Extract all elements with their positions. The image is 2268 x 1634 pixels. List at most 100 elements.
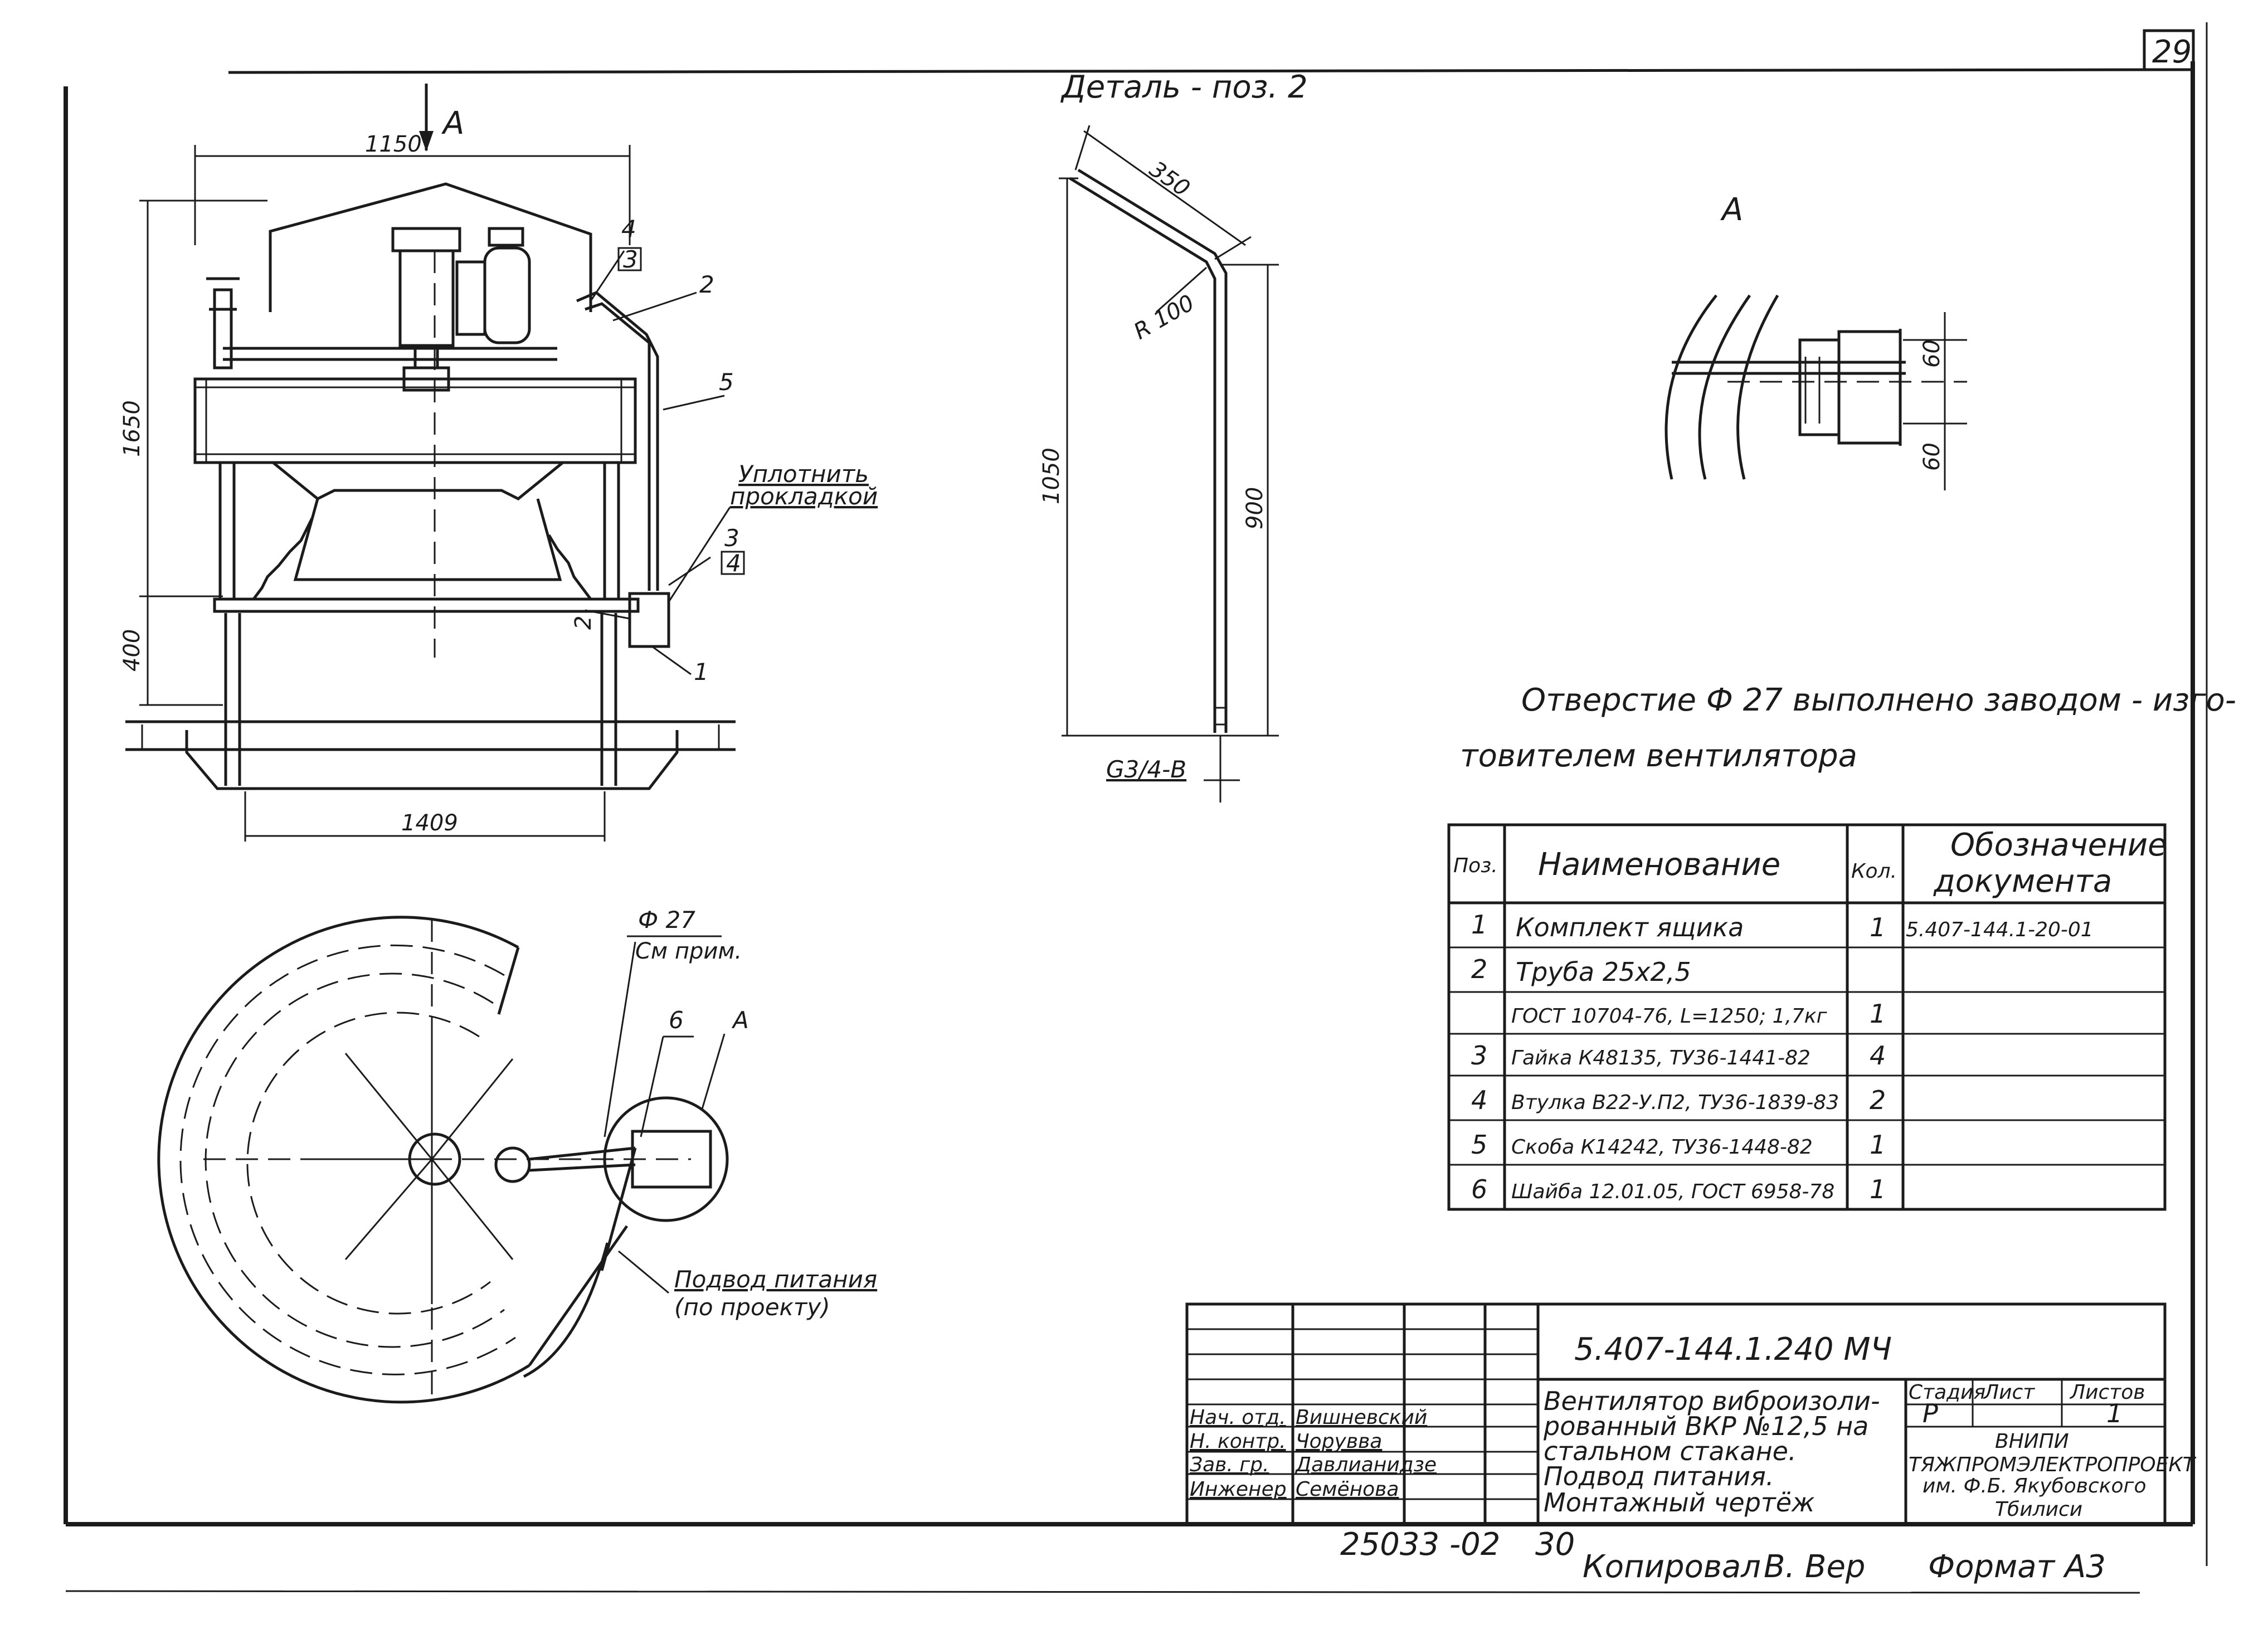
copied-by-label: Копировал [1583,1549,1761,1585]
title-code: 5.407-144.1.240 МЧ [1574,1331,1892,1368]
plan-hole-note: См прим. [635,938,742,964]
title-org-3: им. Ф.Б. Якубовского [1923,1475,2146,1497]
title-sheets-value: 1 [2106,1398,2123,1428]
spec-row-4-name: Гайка К48135, ТУ36-1441-82 [1511,1047,1810,1069]
spec-row-3-qty: 1 [1870,999,1886,1029]
detail-radius: R 100 [1130,290,1199,344]
note-line2: товителем вентилятора [1460,738,1857,774]
table-row: 3 Гайка К48135, ТУ36-1441-82 4 [1471,1040,1886,1071]
table-row: 1 Комплект ящика 1 5.407-144.1-20-01 [1471,910,2094,942]
spec-row-6-qty: 1 [1870,1130,1886,1160]
table-row: ГОСТ 10704-76, L=1250; 1,7кг 1 [1511,999,1886,1029]
spec-header-pos: Поз. [1453,854,1498,877]
spec-header-doc-1: Обозначение [1950,827,2167,863]
sig-name-1: Вишневский [1296,1406,1427,1429]
table-row: 6 Шайба 12.01.05, ГОСТ 6958-78 1 [1471,1174,1886,1204]
plan-power-note-line2: (по проекту) [674,1293,830,1321]
title-stage-label: Стадия [1909,1381,1985,1404]
title-desc-5: Монтажный чертёж [1544,1487,1815,1518]
inventory-number: 25033 -02 [1340,1526,1500,1563]
title-org-4: Тбилиси [1995,1498,2082,1521]
bottom-margin: 25033 -02 30 Копировал В. Вер Формат А3 [1340,1526,2106,1585]
callout-2: 2 [699,271,714,298]
copied-by-signature: В. Вер [1764,1549,1865,1585]
view-a-dim-60-top: 60 [1919,339,1945,368]
spec-row-3-name: ГОСТ 10704-76, L=1250; 1,7кг [1511,1005,1828,1028]
callout-1: 1 [694,658,709,685]
table-row: 4 Втулка В22-У.П2, ТУ36-1839-83 2 [1471,1085,1886,1115]
title-stage-value: Р [1923,1398,1938,1428]
spec-row-1-pos: 1 [1471,910,1487,940]
detail-thread: G3/4-В [1106,756,1186,783]
inventory-suffix: 30 [1535,1526,1575,1563]
plan-callout-6: 6 [669,1006,684,1034]
detail-dim-900: 900 [1242,487,1268,529]
view-arrow-letter: А [441,105,464,142]
title-desc-3: стальном стакане. [1544,1436,1797,1466]
spec-table: Поз. Наименование Кол. Обозначение докум… [1447,823,2167,1211]
detail-dim-1050: 1050 [1039,448,1064,504]
title-sheet-label: Лист [1983,1381,2035,1404]
callout-3-top: 4 [621,215,636,242]
spec-row-6-pos: 5 [1471,1130,1487,1160]
dim-top-1150: 1150 [365,132,422,157]
sig-name-2: Чорувва [1296,1430,1382,1453]
seal-note-line2: прокладкой [730,483,878,510]
spec-row-7-pos: 6 [1471,1174,1487,1204]
sig-role-1: Нач. отд. [1190,1406,1286,1429]
spec-row-4-qty: 4 [1870,1040,1886,1071]
spec-header-qty: Кол. [1851,860,1897,883]
callout-4-top: 3 [623,246,638,273]
spec-row-1-qty: 1 [1870,912,1886,942]
plan-view: Ф 27 См прим. 6 А Подвод питания (по про… [157,906,877,1404]
dim-small-2: 2 [571,616,596,630]
spec-row-4-pos: 3 [1471,1040,1487,1071]
callout-3-bottom: 3 [724,524,739,552]
plan-power-note-line1: Подвод питания [674,1266,877,1293]
seal-note-line1: Уплотнить [738,460,869,488]
spec-row-1-doc: 5.407-144.1-20-01 [1906,918,2094,941]
spec-row-7-qty: 1 [1870,1174,1886,1204]
spec-header-doc-2: документа [1933,863,2112,899]
note-line1: Отверстие Ф 27 выполнено заводом - изго- [1521,682,2236,718]
callout-5: 5 [719,368,734,396]
title-sheets-label: Листов [2069,1381,2145,1404]
title-desc-2: рованный ВКР №12,5 на [1543,1411,1868,1441]
sig-role-4: Инженер [1190,1478,1287,1501]
spec-row-5-qty: 2 [1870,1085,1886,1115]
title-desc-4: Подвод питания. [1544,1461,1774,1491]
detail-dim-350: 350 [1145,157,1194,202]
title-block: 5.407-144.1.240 МЧ Вентилятор виброизоли… [1185,1302,2197,1526]
spec-row-5-name: Втулка В22-У.П2, ТУ36-1839-83 [1511,1091,1839,1114]
sig-role-3: Зав. гр. [1190,1453,1269,1476]
front-view: А 1150 1650 400 [119,84,878,842]
spec-row-7-name: Шайба 12.01.05, ГОСТ 6958-78 [1511,1180,1834,1203]
spec-row-5-pos: 4 [1471,1085,1487,1115]
detail-title: Деталь - поз. 2 [1060,69,1308,105]
general-note: Отверстие Ф 27 выполнено заводом - изго-… [1460,682,2236,774]
table-row: 5 Скоба К14242, ТУ36-1448-82 1 [1471,1130,1886,1160]
spec-row-6-name: Скоба К14242, ТУ36-1448-82 [1511,1136,1813,1159]
callout-4-bottom: 4 [726,549,741,577]
detail-pos-2: Деталь - поз. 2 350 R 100 1050 900 G3/4-… [1039,69,1308,803]
title-desc-1: Вентилятор виброизоли- [1544,1386,1880,1416]
spec-header-name: Наименование [1538,847,1780,883]
table-row: 2 Труба 25х2,5 [1471,954,1691,987]
view-a: А 60 60 [1665,192,1967,490]
spec-row-2-pos: 2 [1471,954,1487,984]
view-a-dim-60-bottom: 60 [1919,442,1945,471]
sig-name-4: Семёнова [1296,1478,1399,1501]
title-org-2: ТЯЖПРОМЭЛЕКТРОПРОЕКТ [1909,1453,2197,1476]
plan-callout-a: А [731,1006,749,1034]
sig-name-3: Давлианидзе [1294,1453,1437,1476]
title-org-1: ВНИПИ [1995,1430,2069,1453]
spec-row-2-name: Труба 25х2,5 [1516,957,1691,987]
dim-base-400: 400 [119,629,145,672]
dim-height-1650: 1650 [119,400,145,457]
dim-bottom-1409: 1409 [401,810,458,836]
sig-role-2: Н. контр. [1190,1430,1286,1453]
plan-hole-label: Ф 27 [638,906,695,933]
sheet-number: 29 [2152,34,2192,70]
view-a-title: А [1720,192,1743,228]
